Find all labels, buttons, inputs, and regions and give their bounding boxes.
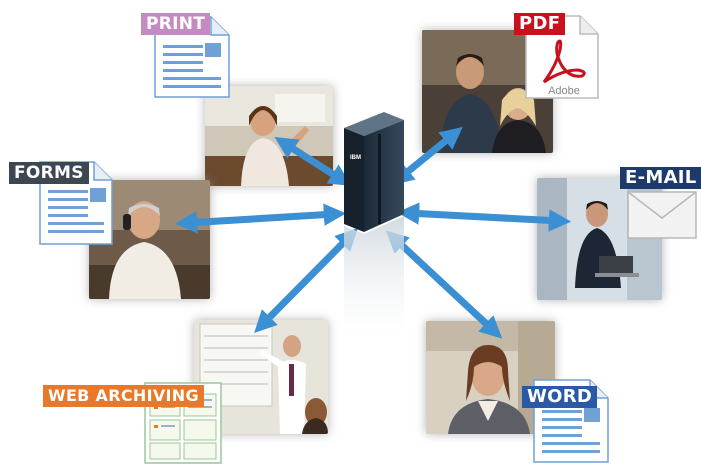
arrow-email [396,202,572,232]
pdf-label: PDF [514,13,566,35]
arrow-word [385,230,503,339]
email-label: E-MAIL [620,167,701,189]
arrow-print [274,136,352,187]
pdf-document-icon: Adobe [525,15,599,99]
print-document-icon [154,16,230,98]
print-label: PRINT [141,13,211,35]
adobe-brand: Adobe [548,85,580,97]
photo-man-on-phone [89,180,210,299]
arrow-pdf [391,126,463,186]
web-archiving-label: WEB ARCHIVING [43,385,204,407]
forms-label: FORMS [9,162,89,184]
word-label: WORD [522,386,598,408]
arrow-web-archiving [254,228,358,333]
email-envelope-icon [627,191,697,239]
arrow-forms [174,203,347,234]
server-brand: IBM [350,155,361,161]
